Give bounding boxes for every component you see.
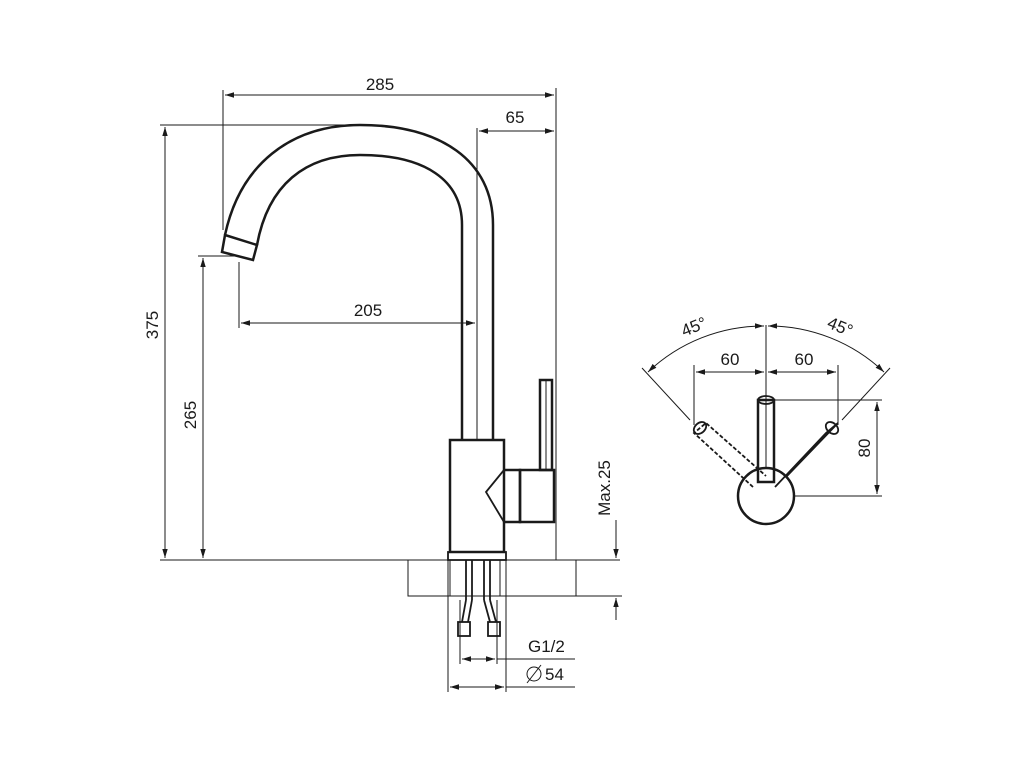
side-view: 285 65 205 375 265	[143, 75, 622, 692]
dim-handle-depth: 80	[774, 399, 882, 497]
dim-spout-offset: 65	[476, 108, 554, 440]
dim-label-offset-right: 60	[795, 350, 814, 369]
dim-label-80: 80	[855, 439, 874, 458]
dim-label-angle-right: 45°	[825, 313, 856, 340]
dim-label-375: 375	[143, 311, 162, 339]
dim-label-265: 265	[181, 401, 200, 429]
dim-label-offset-left: 60	[721, 350, 740, 369]
dim-label-205: 205	[354, 301, 382, 320]
dim-handle-offsets: 60 60	[693, 350, 839, 425]
faucet-body	[220, 123, 556, 637]
dim-spout-reach: 205	[238, 262, 475, 328]
dim-spout-height: 265	[181, 255, 236, 558]
dim-total-height: 375	[143, 124, 620, 561]
dim-label-285: 285	[366, 75, 394, 94]
dim-label-54: 54	[545, 665, 564, 684]
diameter-icon	[526, 664, 542, 684]
dim-total-width: 285	[222, 75, 557, 560]
dim-thread: G1/2	[459, 600, 575, 664]
dim-label-max25: Max.25	[595, 460, 614, 516]
top-view: 45° 45° 60 60 80	[641, 313, 891, 526]
dim-base-diameter: 54	[447, 560, 575, 692]
dim-label-g12: G1/2	[528, 637, 565, 656]
countertop-section	[407, 559, 577, 597]
dim-max-deck: Max.25	[576, 460, 622, 620]
dim-label-65: 65	[506, 108, 525, 127]
